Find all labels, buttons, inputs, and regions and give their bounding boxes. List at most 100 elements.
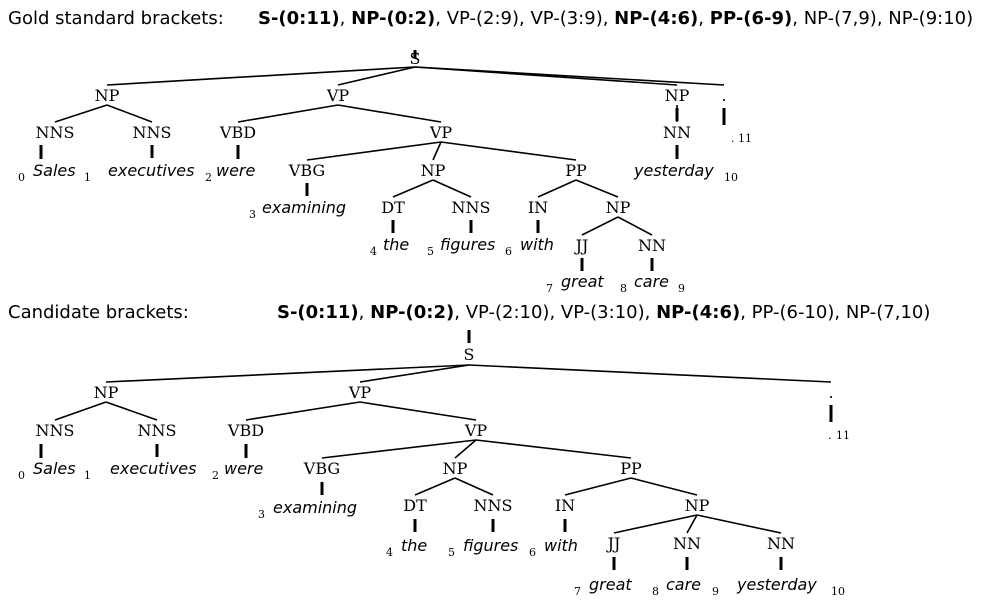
gold-bracket-1: NP-(0:2): [351, 8, 435, 29]
candidate-section: Candidate brackets: S-(0:11), NP-(0:2), …: [8, 302, 930, 598]
gold-word-executives: executives: [108, 161, 194, 180]
gold-bracket-2: VP-(2:9): [447, 8, 519, 29]
gold-word-care: care: [634, 272, 669, 291]
candidate-tree-nodes: S NP VP . NNS NNS VBD VP VBG NP PP DT NN…: [36, 345, 834, 553]
candidate-word-yesterday: yesterday: [736, 575, 817, 594]
gold-node-nn-care: NN: [638, 236, 666, 255]
gold-node-vp-inner: VP: [429, 123, 453, 142]
candidate-node-dt: DT: [403, 496, 427, 515]
gold-word-the: the: [383, 235, 409, 254]
gold-word-were: were: [216, 161, 256, 180]
candidate-word-executives: executives: [110, 459, 196, 478]
gold-bracket-3: VP-(3:9): [530, 8, 602, 29]
candidate-word-figures: figures: [463, 536, 518, 555]
gold-node-jj: JJ: [574, 236, 589, 255]
gold-word-with: with: [520, 235, 554, 254]
gold-bracket-6: NP-(7,9): [804, 8, 877, 29]
gold-index-11: 11: [738, 132, 752, 145]
candidate-node-period: .: [828, 383, 833, 402]
gold-word-examining: examining: [262, 198, 346, 217]
candidate-word-with: with: [544, 536, 578, 555]
gold-index-3: 3: [249, 208, 256, 221]
gold-node-nns-executives: NNS: [133, 123, 172, 142]
gold-index-2: 2: [205, 171, 212, 184]
gold-node-vbg: VBG: [288, 161, 325, 180]
candidate-tree-words: 0 Sales 1 executives 2 were 3 examining …: [18, 429, 850, 598]
gold-index-1: 1: [84, 171, 91, 184]
gold-bracket-list: S-(0:11), NP-(0:2), VP-(2:9), VP-(3:9), …: [258, 8, 973, 29]
candidate-index-7: 7: [574, 585, 581, 598]
candidate-index-3: 3: [258, 508, 265, 521]
gold-index-0: 0: [18, 171, 25, 184]
gold-index-5: 5: [427, 245, 434, 258]
candidate-index-1: 1: [84, 469, 91, 482]
gold-node-np-time: NP: [665, 86, 690, 105]
candidate-node-vbg: VBG: [303, 459, 340, 478]
gold-word-great: great: [561, 272, 604, 291]
gold-word-yesterday: yesterday: [633, 161, 714, 180]
candidate-tree-edges: [39, 330, 833, 570]
candidate-index-2: 2: [212, 469, 219, 482]
candidate-node-s: S: [464, 345, 475, 364]
candidate-bracket-0: S-(0:11): [277, 302, 359, 323]
gold-node-pp: PP: [565, 161, 587, 180]
candidate-word-great: great: [589, 575, 632, 594]
candidate-node-nn-yesterday: NN: [767, 534, 795, 553]
candidate-bracket-list: S-(0:11), NP-(0:2), VP-(2:10), VP-(3:10)…: [277, 302, 930, 323]
gold-node-s: S: [410, 49, 421, 68]
candidate-word-period: .: [828, 429, 832, 442]
candidate-bracket-5: PP-(6-10): [752, 302, 835, 323]
gold-node-np: NP: [95, 86, 120, 105]
candidate-index-6: 6: [529, 546, 536, 559]
gold-bracket-5: PP-(6-9): [710, 8, 793, 29]
candidate-index-0: 0: [18, 469, 25, 482]
gold-node-nns-sales: NNS: [36, 123, 75, 142]
gold-node-in: IN: [528, 198, 548, 217]
candidate-bracket-2: VP-(2:10): [466, 302, 550, 323]
candidate-node-vbd: VBD: [227, 421, 264, 440]
gold-index-7: 7: [546, 282, 553, 295]
gold-word-period: .: [731, 132, 735, 145]
gold-section: Gold standard brackets: S-(0:11), NP-(0:…: [8, 8, 973, 295]
candidate-word-sales: Sales: [33, 459, 76, 478]
gold-word-figures: figures: [440, 235, 495, 254]
gold-node-period: .: [721, 86, 726, 105]
candidate-node-in: IN: [555, 496, 575, 515]
gold-tree-words: 0 Sales 1 executives 2 were 3 examining …: [18, 132, 752, 295]
gold-index-9: 9: [678, 282, 685, 295]
candidate-node-nns-figures: NNS: [474, 496, 513, 515]
candidate-word-were: were: [224, 459, 264, 478]
candidate-index-10: 10: [831, 585, 845, 598]
candidate-node-nn-care: NN: [673, 534, 701, 553]
candidate-index-4: 4: [386, 546, 393, 559]
candidate-node-np: NP: [94, 383, 119, 402]
candidate-node-np-object: NP: [443, 459, 468, 478]
candidate-word-care: care: [666, 575, 701, 594]
gold-index-6: 6: [505, 245, 512, 258]
gold-tree-nodes: S NP VP NP . NNS NNS VBD VP NN VBG NP PP…: [36, 49, 727, 255]
candidate-node-pp: PP: [620, 459, 642, 478]
candidate-node-nns-sales: NNS: [36, 421, 75, 440]
candidate-node-vp: VP: [348, 383, 372, 402]
candidate-bracket-1: NP-(0:2): [370, 302, 454, 323]
candidate-bracket-4: NP-(4:6): [656, 302, 740, 323]
gold-bracket-4: NP-(4:6): [614, 8, 698, 29]
candidate-bracket-6: NP-(7,10): [846, 302, 931, 323]
gold-word-sales: Sales: [33, 161, 76, 180]
candidate-node-np-pp: NP: [685, 496, 710, 515]
candidate-index-5: 5: [448, 546, 455, 559]
candidate-index-9: 9: [712, 585, 719, 598]
candidate-word-the: the: [401, 536, 427, 555]
gold-bracket-7: NP-(9:10): [888, 8, 973, 29]
gold-title: Gold standard brackets:: [8, 8, 224, 29]
candidate-index-11: 11: [836, 429, 850, 442]
gold-index-8: 8: [620, 282, 627, 295]
gold-bracket-0: S-(0:11): [258, 8, 340, 29]
gold-node-nns-figures: NNS: [452, 198, 491, 217]
candidate-bracket-3: VP-(3:10): [561, 302, 645, 323]
gold-node-dt: DT: [381, 198, 405, 217]
gold-node-vp: VP: [326, 86, 350, 105]
candidate-node-vp-inner: VP: [464, 421, 488, 440]
candidate-word-examining: examining: [273, 498, 357, 517]
